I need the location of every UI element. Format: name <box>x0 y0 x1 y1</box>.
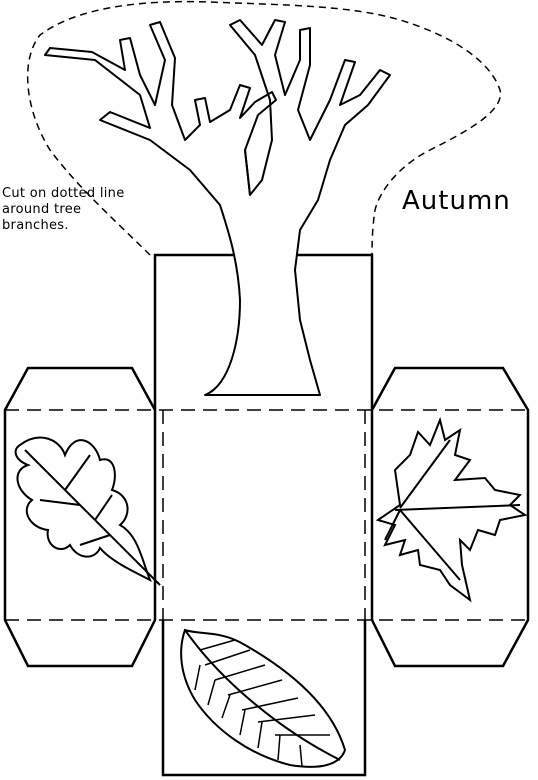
tree-icon <box>44 19 391 396</box>
right-flap-outline <box>370 366 530 668</box>
branch-cut-line <box>26 0 502 259</box>
elm-leaf-icon <box>180 628 347 768</box>
oak-leaf-icon <box>14 436 161 586</box>
cut-instruction: Cut on dotted line around tree branches. <box>2 186 125 233</box>
maple-leaf-icon <box>375 416 528 603</box>
bottom-panel-outline <box>161 620 367 777</box>
page-title: Autumn <box>402 186 511 216</box>
fold-lines <box>5 409 528 621</box>
